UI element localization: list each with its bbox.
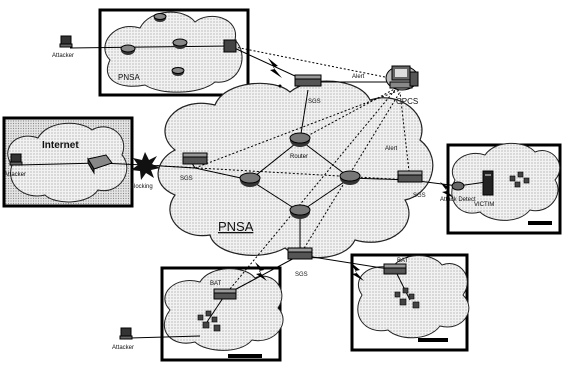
attacker-pc-icon <box>60 36 72 47</box>
label-attacker-bottom: Attacker <box>112 345 134 351</box>
label-attacker-left: Attacker <box>4 172 26 178</box>
victim-server-icon <box>483 171 493 195</box>
router-icon <box>240 173 260 187</box>
label-internet: Internet <box>42 140 79 151</box>
link-pulses <box>279 85 282 88</box>
sgs-device-icon <box>398 171 422 182</box>
cloud-victim <box>452 143 560 220</box>
label-alert-right: Alert <box>385 146 398 152</box>
lightning-icon <box>268 58 282 78</box>
label-attack-detect: Attack Detect <box>440 197 476 203</box>
label-sgs-right: SGS <box>413 193 426 199</box>
hub-icon <box>452 182 464 190</box>
label-blocking: Blocking <box>130 184 153 190</box>
router-icon <box>154 14 166 23</box>
label-victim: VICTIM <box>474 202 494 208</box>
blocking-burst-icon <box>131 152 160 180</box>
label-alert-top: Alert <box>352 74 365 80</box>
router-icon <box>121 45 135 55</box>
attacker-pc-icon <box>10 154 22 165</box>
sgs-device-icon <box>288 248 312 259</box>
switch-icon <box>224 40 236 52</box>
label-sgs-top: SGS <box>308 99 321 105</box>
sgs-device-icon <box>295 75 321 86</box>
label-bat-right: BAT <box>397 258 409 264</box>
label-pnsa-top: PNSA <box>118 73 140 82</box>
sgs-device-icon <box>183 153 207 164</box>
cpcs-server-icon <box>386 66 418 90</box>
router-icon <box>173 39 187 49</box>
label-sgs-bottom: SGS <box>295 272 308 278</box>
bat-device-icon <box>384 264 406 274</box>
clouds <box>8 12 560 350</box>
router-icon <box>172 68 184 77</box>
label-router: Router <box>290 154 308 160</box>
cloud-bottom-left <box>164 269 283 351</box>
label-pnsa-main: PNSA <box>218 219 254 234</box>
label-attacker-top: Attacker <box>52 53 74 59</box>
router-icon <box>340 171 360 185</box>
router-icon <box>290 133 310 147</box>
router-icon <box>290 205 310 219</box>
bat-device-icon <box>214 289 236 299</box>
label-cpcs: CPCS <box>396 97 418 106</box>
label-bat-left: BAT <box>210 281 222 287</box>
attacker-pc-icon <box>120 328 132 339</box>
label-sgs-left: SGS <box>180 176 193 182</box>
